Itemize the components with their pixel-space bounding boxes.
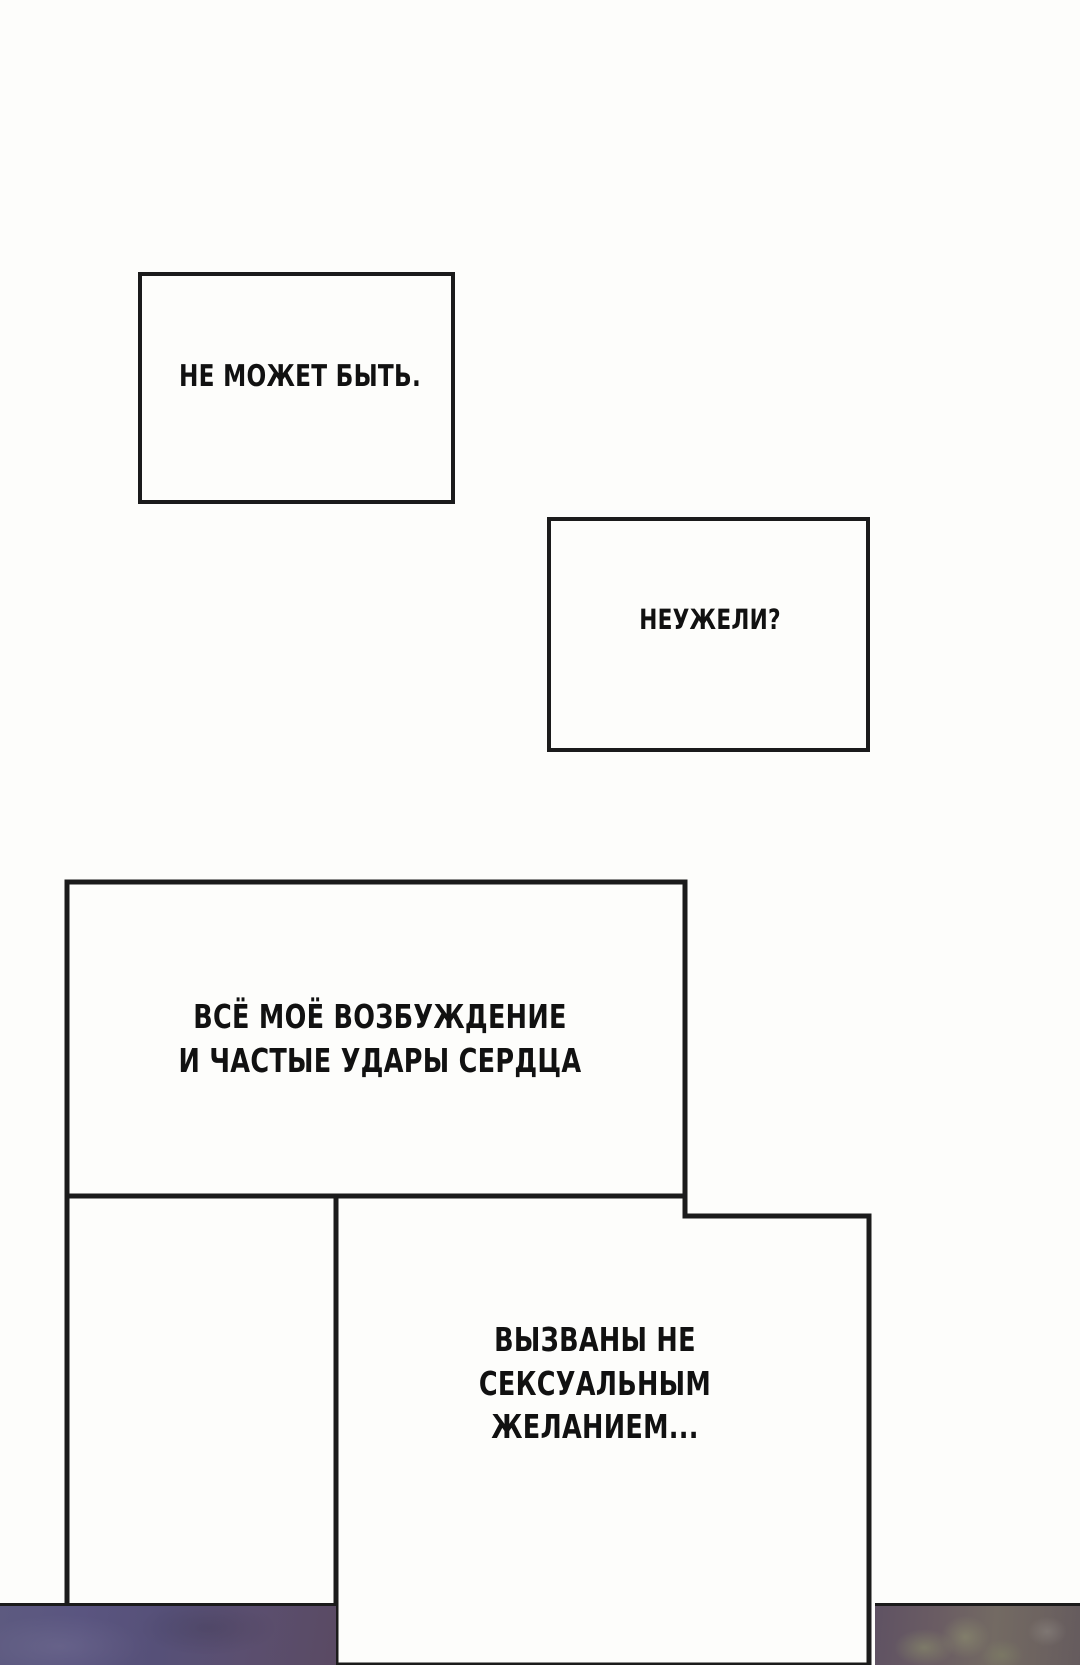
strip-right-top-border [875,1603,1080,1606]
bottom-artwork-strip-left [0,1603,336,1665]
strip-left-top-border [0,1603,336,1606]
comic-panel-1 [138,272,455,504]
panel-2-caption: НЕУЖЕЛИ? [639,603,781,636]
panel-1-caption: НЕ МОЖЕТ БЫТЬ. [178,359,422,394]
panel-4-caption: ВЫЗВАНЫ НЕ СЕКСУАЛЬНЫМ ЖЕЛАНИЕМ... [478,1320,712,1447]
comic-panel-2 [547,517,870,752]
bottom-artwork-strip-right [875,1603,1080,1665]
panel-3-caption: ВСЁ МОЁ ВОЗБУЖДЕНИЕ И ЧАСТЫЕ УДАРЫ СЕРДЦ… [178,997,582,1080]
